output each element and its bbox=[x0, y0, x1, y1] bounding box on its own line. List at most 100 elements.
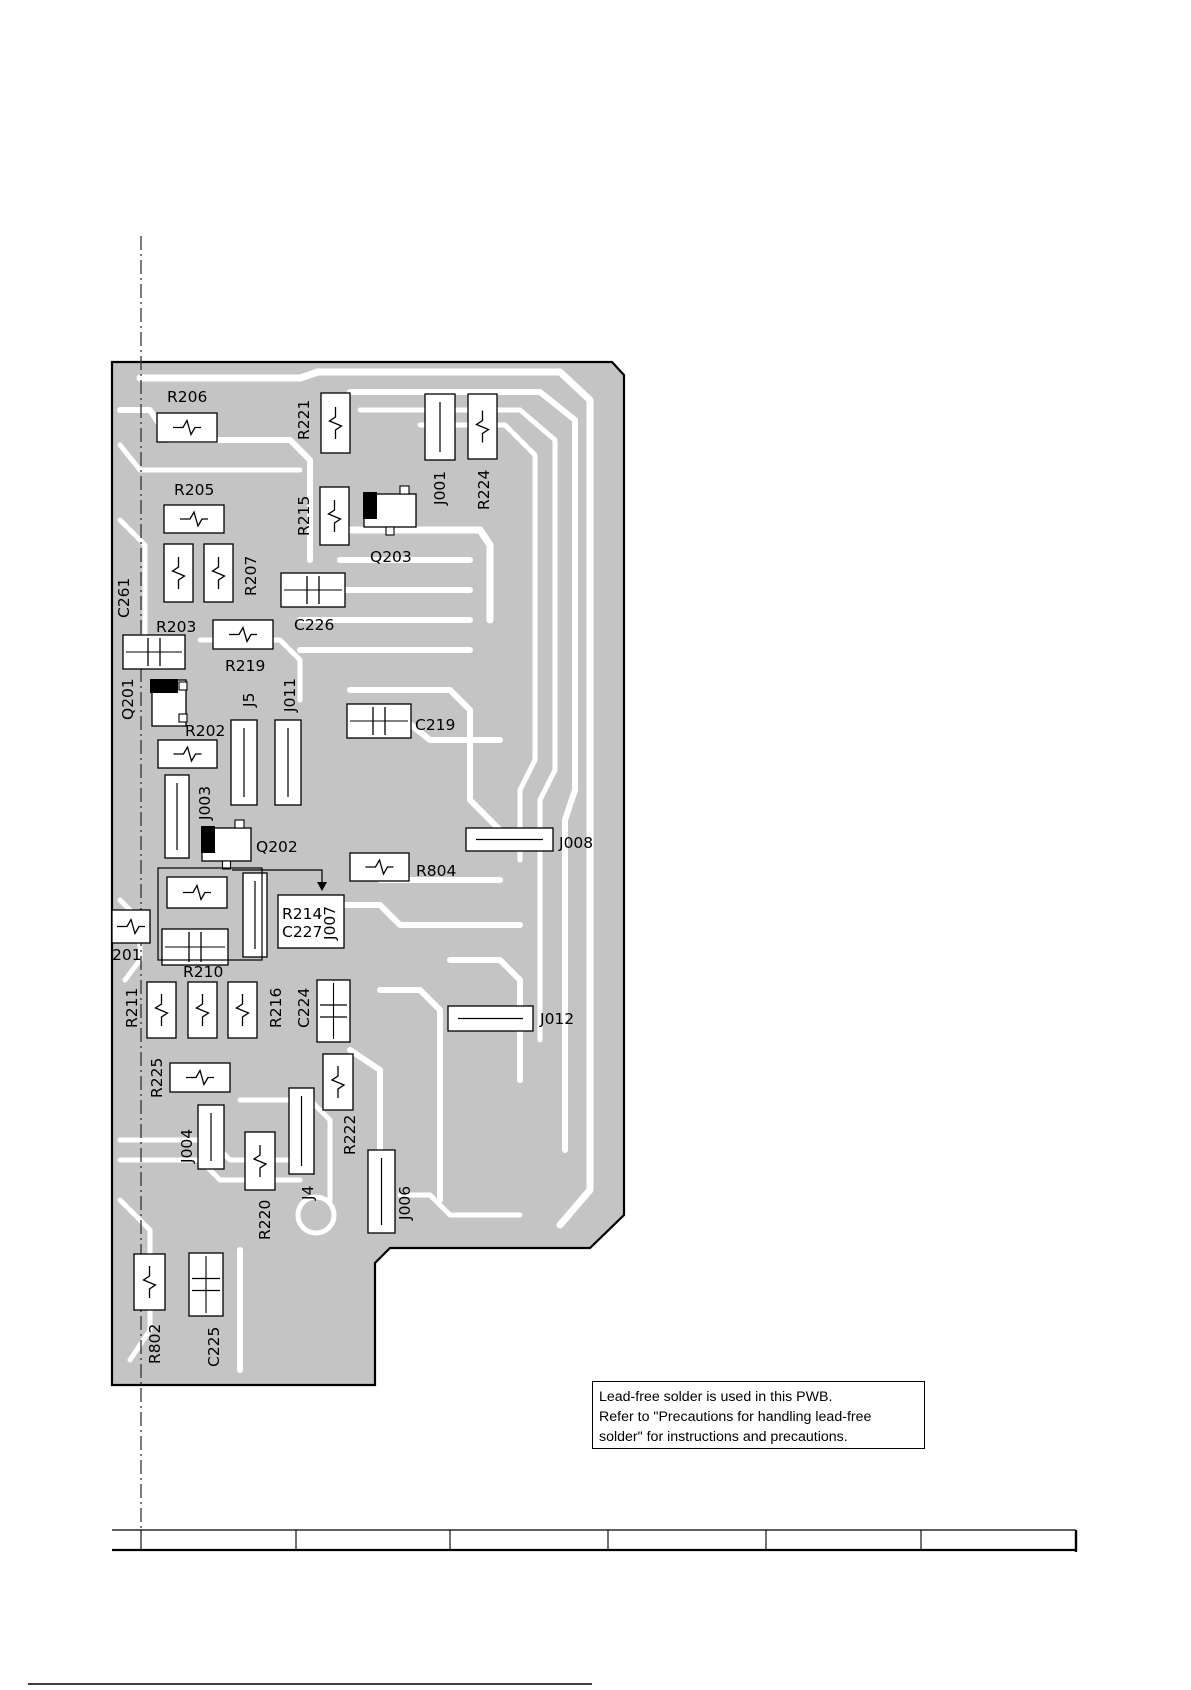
component-j011 bbox=[274, 719, 302, 806]
resistor-symbol-icon bbox=[154, 994, 169, 1026]
transistor-body-icon bbox=[363, 492, 377, 519]
component-c261 bbox=[122, 634, 186, 670]
resistor-symbol-icon bbox=[211, 557, 226, 589]
resistor-symbol-icon bbox=[328, 407, 343, 439]
component-footprints bbox=[111, 392, 554, 1317]
label-c227: C227 bbox=[282, 923, 322, 941]
transistor-pin-icon bbox=[234, 819, 245, 829]
component-r220 bbox=[244, 1131, 276, 1191]
label-j012: J012 bbox=[539, 1010, 574, 1028]
footprint-outline bbox=[163, 504, 225, 534]
footprint-outline bbox=[277, 894, 345, 949]
component-labels: R206R205R207R203C261R219C226R221R215Q203… bbox=[112, 388, 593, 1367]
label-r211: R211 bbox=[123, 988, 141, 1028]
resistor-symbol-icon bbox=[252, 1145, 268, 1177]
resistor-symbol-icon bbox=[195, 994, 210, 1026]
footprint-outline bbox=[166, 876, 228, 909]
component-unlabeled-jumper bbox=[242, 872, 268, 958]
component-r210 bbox=[166, 876, 228, 909]
component-j006 bbox=[367, 1149, 396, 1234]
label-r219: R219 bbox=[225, 657, 265, 675]
component-unlabeled-capacitor bbox=[161, 928, 229, 966]
lead-free-solder-note: Lead-free solder is used in this PWB. Re… bbox=[592, 1381, 925, 1449]
component-c224 bbox=[316, 979, 351, 1043]
component-c219 bbox=[346, 703, 412, 739]
component-r221 bbox=[320, 392, 351, 454]
note-line-1: Lead-free solder is used in this PWB. bbox=[599, 1389, 833, 1405]
transistor-pin-icon bbox=[178, 713, 188, 723]
transistor-pin-icon bbox=[399, 485, 410, 495]
component-r225 bbox=[169, 1062, 231, 1093]
unlabeled-footprints bbox=[161, 872, 268, 1039]
resistor-symbol-icon bbox=[173, 745, 202, 763]
label-c224: C224 bbox=[295, 988, 313, 1028]
component-q201 bbox=[150, 679, 188, 727]
component-r205 bbox=[163, 504, 225, 534]
label-r224: R224 bbox=[475, 470, 493, 510]
resistor-symbol-icon bbox=[330, 1066, 346, 1098]
label-j011: J011 bbox=[281, 678, 299, 713]
footprint-outline bbox=[349, 852, 410, 882]
resistor-symbol-icon bbox=[186, 1068, 214, 1087]
note-line-3: solder" for instructions and precautions… bbox=[599, 1429, 848, 1445]
label-r804: R804 bbox=[416, 862, 456, 880]
label-r207: R207 bbox=[242, 556, 260, 596]
footprint-outline bbox=[156, 412, 218, 443]
footprint-outline bbox=[157, 739, 218, 769]
footprint-outline bbox=[169, 1062, 231, 1093]
component-j004 bbox=[197, 1104, 225, 1170]
component-j4 bbox=[288, 1087, 315, 1175]
resistor-symbol-icon bbox=[183, 883, 211, 902]
label-j006: J006 bbox=[396, 1186, 414, 1221]
label-r210: R210 bbox=[183, 963, 223, 981]
label-r215: R215 bbox=[295, 496, 313, 536]
component-r211 bbox=[146, 981, 177, 1039]
resistor-symbol-icon bbox=[117, 917, 145, 936]
label-j004: J004 bbox=[178, 1129, 196, 1164]
footprint-outline bbox=[212, 619, 274, 650]
label-q202: Q202 bbox=[256, 838, 298, 856]
label-r203: R203 bbox=[156, 618, 196, 636]
label-j003: J003 bbox=[196, 786, 214, 821]
label-c225: C225 bbox=[205, 1327, 223, 1367]
label-r205: R205 bbox=[174, 481, 214, 499]
resistor-symbol-icon bbox=[327, 500, 342, 532]
label-r222: R222 bbox=[341, 1115, 359, 1155]
bottom-ruler bbox=[112, 1529, 1078, 1552]
component-r222 bbox=[322, 1053, 354, 1111]
component-r216 bbox=[227, 981, 258, 1039]
component-q202 bbox=[201, 819, 252, 870]
component-r206 bbox=[156, 412, 218, 443]
resistor-symbol-icon bbox=[142, 1266, 157, 1298]
label-q201: Q201 bbox=[119, 678, 137, 720]
note-line-2: Refer to "Precautions for handling lead-… bbox=[599, 1409, 872, 1425]
transistor-body-icon bbox=[201, 826, 215, 853]
resistor-symbol-icon bbox=[180, 510, 208, 528]
label-j5: J5 bbox=[240, 693, 258, 708]
label-j001: J001 bbox=[431, 471, 449, 506]
label-c261: C261 bbox=[115, 578, 133, 618]
resistor-symbol-icon bbox=[173, 418, 201, 437]
component-r804 bbox=[349, 852, 410, 882]
label-j007: J007 bbox=[321, 906, 339, 941]
resistor-symbol-icon bbox=[235, 994, 250, 1026]
component-r203 bbox=[163, 543, 194, 603]
label-r802: R802 bbox=[146, 1324, 164, 1364]
component-j012 bbox=[447, 1005, 534, 1032]
label-c226: C226 bbox=[294, 616, 334, 634]
label-j4: J4 bbox=[299, 1186, 317, 1201]
label-r214: R214 bbox=[282, 905, 322, 923]
component-j003 bbox=[164, 774, 190, 859]
callout-group-box bbox=[157, 867, 263, 961]
resistor-symbol-icon bbox=[229, 625, 257, 644]
component-r219 bbox=[212, 619, 274, 650]
component-r202 bbox=[157, 739, 218, 769]
transistor-pin-icon bbox=[221, 860, 232, 870]
label-q203: Q203 bbox=[370, 548, 412, 566]
label-r225: R225 bbox=[148, 1058, 166, 1098]
component-r207 bbox=[203, 543, 234, 603]
component-j008 bbox=[465, 827, 554, 852]
resistor-symbol-icon bbox=[171, 557, 186, 589]
